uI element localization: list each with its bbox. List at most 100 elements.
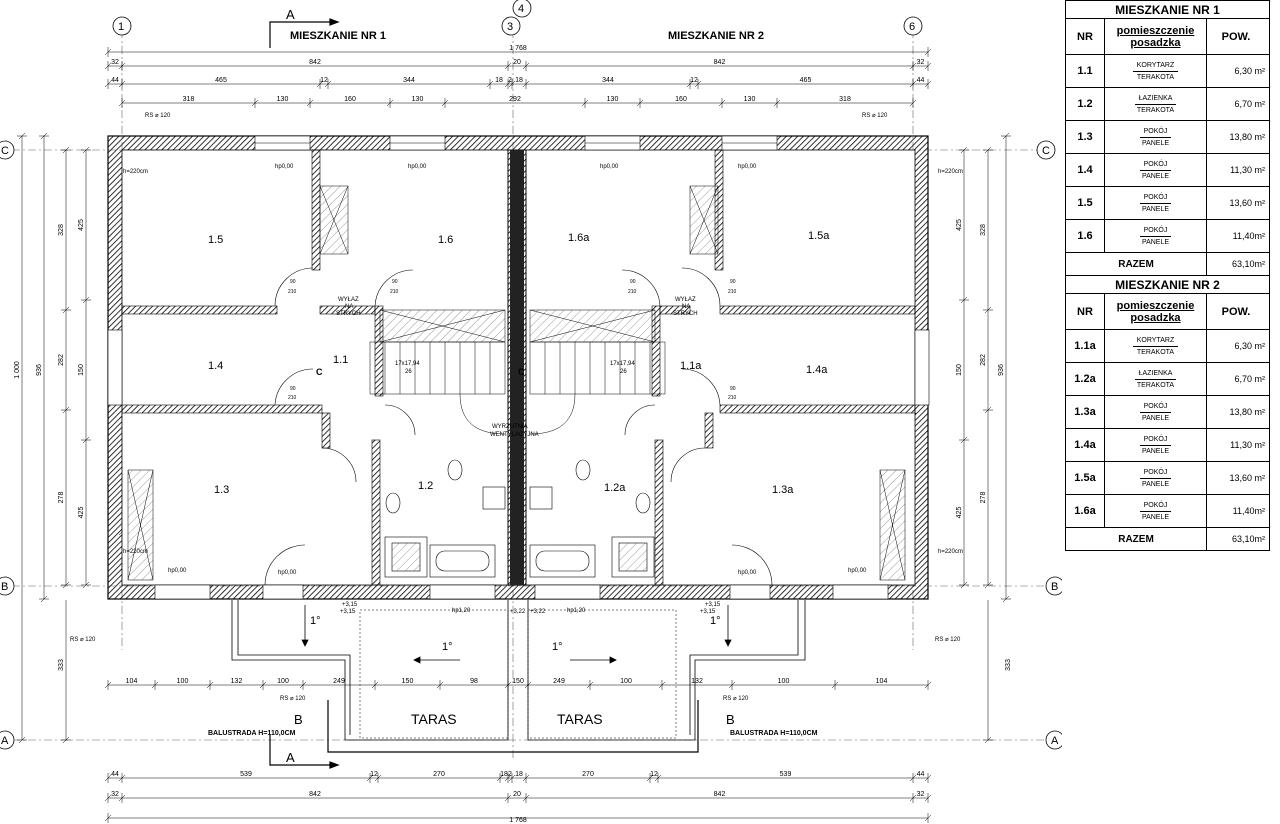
dimension-label: 936	[998, 364, 1005, 376]
dimension-label: 98	[470, 678, 478, 685]
door-swings	[264, 267, 773, 586]
level-note: hp0,00	[738, 570, 757, 576]
door-size: 90	[630, 279, 636, 285]
sum-label: RAZEM	[1065, 252, 1207, 276]
room-area: 11,40m²	[1206, 494, 1270, 528]
room-floor: PANELE	[1141, 238, 1170, 246]
dimension-label: 20	[513, 791, 521, 798]
room-number: 1.5	[1065, 186, 1105, 220]
axis-label: A	[1, 735, 9, 747]
room-floor: TERAKOTA	[1136, 348, 1175, 356]
balustrade-note: BALUSTRADA H=110,0CM	[208, 730, 296, 737]
dimension-label: 104	[876, 678, 888, 685]
level-note: hp1,20	[567, 608, 586, 614]
slope-label: 1°	[710, 615, 721, 627]
door-size: 90	[392, 279, 398, 285]
dimension-label: 150	[402, 678, 414, 685]
axis-label: C	[1, 145, 9, 157]
room-floor: PANELE	[1141, 139, 1170, 147]
door-size: 90	[290, 386, 296, 392]
dimension-label: 104	[126, 678, 138, 685]
dimension-label: 1 768	[509, 817, 527, 824]
dimension-label: 425	[956, 507, 963, 519]
level-note: hp0,00	[278, 570, 297, 576]
section-label: A	[286, 750, 295, 765]
terrace-outline	[231, 600, 806, 753]
room-label: 1.4	[208, 360, 223, 372]
room-name: POKÓJ	[1139, 192, 1172, 204]
dimension-label: 150	[512, 678, 524, 685]
room-area: 11,30 m²	[1206, 153, 1270, 187]
dimension-label: 32	[917, 59, 925, 66]
dimension-label: 132	[691, 678, 703, 685]
level-note: +3,15	[705, 602, 721, 608]
room-label: 1.1a	[680, 360, 702, 372]
room-floor: PANELE	[1141, 447, 1170, 455]
dimension-label: 160	[344, 96, 356, 103]
outer-walls	[107, 135, 929, 600]
dimension-label: 842	[714, 59, 726, 66]
room-number: 1.6	[1065, 219, 1105, 253]
dimension-label: 2	[508, 771, 512, 778]
axis-label: 4	[518, 3, 524, 15]
section-c-mark: C	[316, 367, 323, 377]
sum-value: 63,10m²	[1206, 252, 1270, 276]
room-floor: PANELE	[1141, 172, 1170, 180]
dimension-label: 1 768	[509, 45, 527, 52]
attic-note: NA	[345, 304, 353, 310]
dimension-label: 130	[607, 96, 619, 103]
terrace-label: TARAS	[557, 711, 603, 727]
dimension-label: 20	[513, 59, 521, 66]
sum-value: 63,10m²	[1206, 527, 1270, 551]
slope-label: 1°	[442, 641, 453, 653]
room-number: 1.2a	[1065, 362, 1105, 396]
dimension-label: 44	[917, 771, 925, 778]
room-name: KORYTARZ	[1132, 60, 1179, 72]
section-label: A	[286, 7, 295, 22]
axis-label: 1	[118, 21, 124, 33]
axis-label: 6	[909, 21, 915, 33]
height-note: h=220cm	[938, 549, 963, 555]
dimension-label: 842	[309, 791, 321, 798]
rs-note: RS ⌀ 120	[935, 637, 961, 643]
room-number: 1.1	[1065, 54, 1105, 88]
dimension-label: 130	[277, 96, 289, 103]
bath-fixtures	[384, 459, 655, 578]
section-label: B	[726, 712, 735, 727]
dimension-label: 344	[403, 77, 415, 84]
dimension-label: 249	[553, 678, 565, 685]
dimension-label: 328	[58, 224, 65, 236]
dimension-label: 318	[183, 96, 195, 103]
room-name: KORYTARZ	[1132, 335, 1179, 347]
door-size: 210	[288, 395, 297, 401]
attic-note: STRYCH	[336, 311, 361, 317]
dimension-label: 328	[980, 224, 987, 236]
room-label: 1.4a	[806, 364, 828, 376]
dimension-label: 539	[240, 771, 252, 778]
door-size: 210	[390, 289, 399, 295]
height-note: h=220cm	[123, 169, 148, 175]
level-note: hp0,00	[600, 164, 619, 170]
room-area: 13,80 m²	[1206, 120, 1270, 154]
door-size: 210	[728, 289, 737, 295]
dimension-label: 32	[111, 791, 119, 798]
room-area: 13,60 m²	[1206, 186, 1270, 220]
dimension-label: 249	[333, 678, 345, 685]
slope-label: 1°	[310, 615, 321, 627]
dimension-label: 2	[508, 77, 512, 84]
